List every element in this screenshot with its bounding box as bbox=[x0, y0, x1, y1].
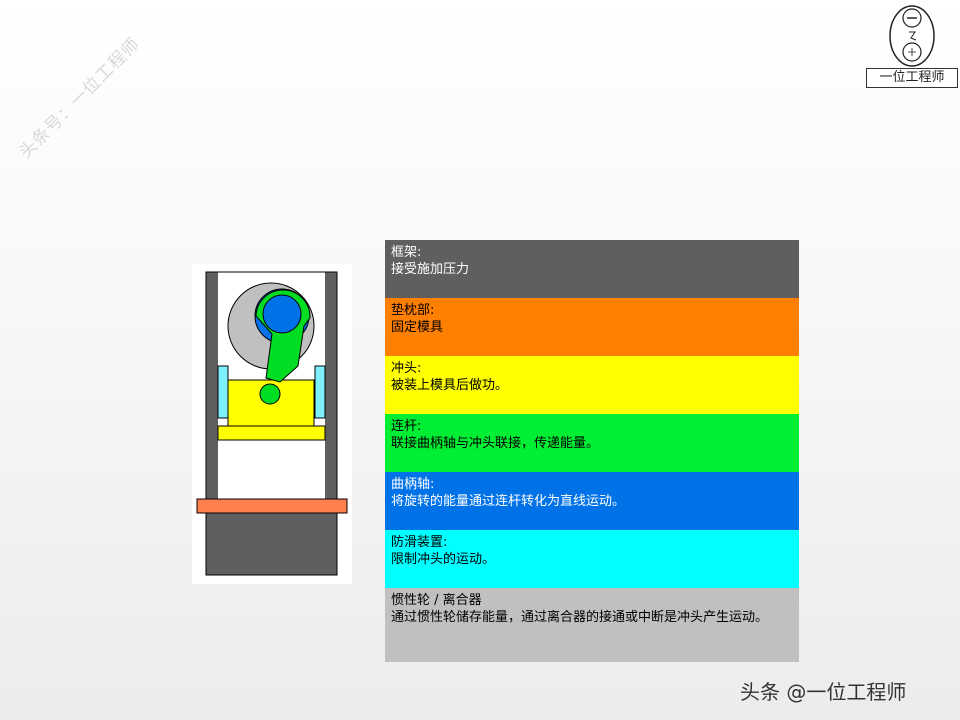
legend-item-title: 防滑装置: bbox=[391, 535, 448, 550]
seal-icon bbox=[889, 5, 935, 67]
legend-item-desc: 联接曲柄轴与冲头联接，传递能量。 bbox=[391, 436, 600, 451]
legend-item: 框架: 接受施加压力 bbox=[385, 240, 799, 298]
legend-item: 曲柄轴: 将旋转的能量通过连杆转化为直线运动。 bbox=[385, 472, 799, 530]
legend-item: 冲头: 被装上模具后做功。 bbox=[385, 356, 799, 414]
slide-guide-right bbox=[314, 365, 326, 419]
frame-base bbox=[205, 511, 338, 576]
watermark-text: 头条号：一位工程师 bbox=[15, 33, 145, 163]
frame-right-column bbox=[325, 272, 337, 500]
legend-item-title: 曲柄轴: bbox=[391, 477, 435, 492]
legend-item: 防滑装置: 限制冲头的运动。 bbox=[385, 530, 799, 588]
legend-item: 惯性轮 / 离合器通过惯性轮储存能量，通过离合器的接通或中断是冲头产生运动。 bbox=[385, 588, 799, 662]
legend-item-title: 连杆: bbox=[391, 419, 422, 434]
legend-item-title: 惯性轮 / 离合器 bbox=[391, 593, 482, 608]
legend-item-title: 垫枕部: bbox=[391, 303, 435, 318]
upper-die bbox=[217, 425, 326, 441]
legend-item-desc: 被装上模具后做功。 bbox=[391, 378, 509, 393]
frame-left-column bbox=[206, 272, 218, 500]
legend-item-title: 框架: bbox=[391, 245, 422, 260]
logo-caption: 一位工程师 bbox=[866, 68, 958, 88]
legend-item-title: 冲头: bbox=[391, 361, 422, 376]
logo: 一位工程师 bbox=[866, 4, 958, 88]
legend-item-desc: 将旋转的能量通过连杆转化为直线运动。 bbox=[391, 494, 626, 509]
legend-item: 垫枕部: 固定模具 bbox=[385, 298, 799, 356]
crank-pin bbox=[262, 294, 302, 334]
legend-item-desc: 接受施加压力 bbox=[391, 262, 470, 277]
legend-item-desc: 通过惯性轮储存能量，通过离合器的接通或中断是冲头产生运动。 bbox=[391, 610, 769, 625]
component-legend: 框架: 接受施加压力垫枕部: 固定模具冲头: 被装上模具后做功。连杆: 联接曲柄轴与冲头… bbox=[385, 240, 799, 662]
legend-item-desc: 固定模具 bbox=[391, 320, 444, 335]
press-machine-diagram bbox=[192, 264, 352, 584]
slide-guide-left bbox=[217, 365, 229, 419]
footer-brand: 头条 @一位工程师 bbox=[740, 680, 907, 704]
rod-ball-joint bbox=[259, 383, 281, 405]
bolster-plate bbox=[196, 498, 348, 514]
legend-item-desc: 限制冲头的运动。 bbox=[391, 552, 496, 567]
legend-item: 连杆: 联接曲柄轴与冲头联接，传递能量。 bbox=[385, 414, 799, 472]
